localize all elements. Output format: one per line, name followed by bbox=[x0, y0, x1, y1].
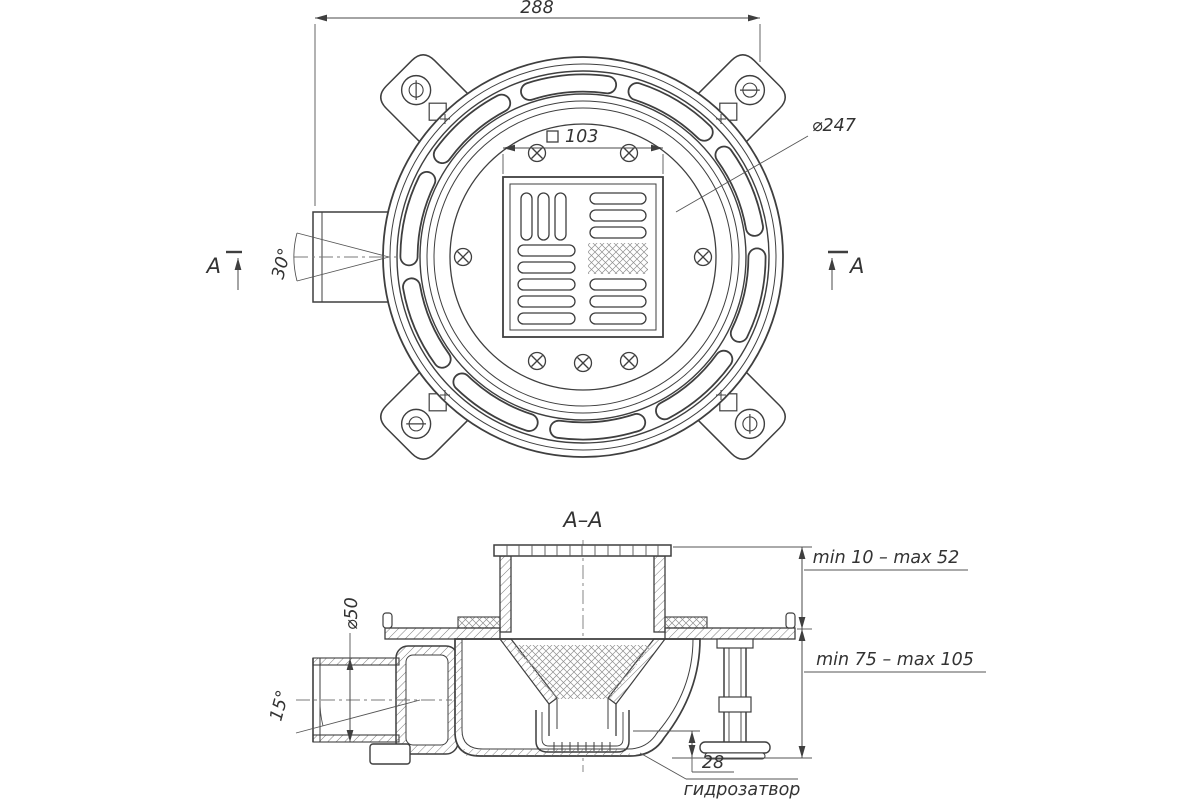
dim-grate: 103 bbox=[502, 127, 664, 174]
grate-slot bbox=[589, 209, 647, 222]
grate-slot bbox=[589, 278, 647, 291]
screw-icon bbox=[693, 247, 713, 267]
section-marker-right: A bbox=[828, 250, 864, 290]
screw-icon bbox=[527, 143, 547, 163]
water-seal-label: гидрозатвор bbox=[639, 752, 801, 800]
grate-slot bbox=[517, 278, 576, 291]
center-mark-icon bbox=[440, 114, 726, 400]
leg-foot bbox=[699, 741, 771, 754]
leg-adjuster-nut bbox=[718, 696, 752, 713]
dim-flange-diameter: ⌀247 bbox=[812, 116, 856, 136]
grate-slot bbox=[517, 312, 576, 325]
grate-slot bbox=[589, 295, 647, 308]
dim-pipe-diameter: ⌀50 bbox=[342, 597, 362, 630]
grate-slot bbox=[517, 244, 576, 257]
section-view: A–A bbox=[267, 508, 986, 800]
grate-slot bbox=[537, 192, 550, 241]
square-symbol-icon bbox=[546, 130, 559, 143]
outlet-pipe-section bbox=[312, 657, 400, 743]
grate-slot bbox=[589, 226, 647, 239]
grate-slot bbox=[517, 295, 576, 308]
dim-overall-width: 288 bbox=[520, 0, 553, 18]
screw-icon bbox=[619, 351, 639, 371]
body-foot-left bbox=[369, 743, 411, 765]
section-marker-a-left: A bbox=[205, 254, 221, 278]
label-water-seal: гидрозатвор bbox=[684, 780, 801, 800]
section-marker-a-right: A bbox=[848, 254, 864, 278]
dim-mount-height: min 10 – max 52 bbox=[813, 548, 960, 568]
screw-icon bbox=[619, 143, 639, 163]
dim-heights: min 10 – max 52 min 75 – max 105 bbox=[672, 546, 986, 759]
funnel-insert bbox=[498, 638, 667, 736]
dim-seal: 28 bbox=[633, 730, 734, 773]
grate-slot bbox=[589, 192, 647, 205]
dim-seal-depth: 28 bbox=[702, 753, 724, 773]
riser-sleeve bbox=[457, 544, 708, 633]
grate-section bbox=[493, 544, 672, 557]
flange-section bbox=[382, 612, 796, 640]
dim-body-height: min 75 – max 105 bbox=[816, 650, 974, 670]
grate-slot bbox=[517, 261, 576, 274]
screw-icon bbox=[527, 351, 547, 371]
screw-icon bbox=[573, 353, 593, 373]
support-leg bbox=[699, 638, 771, 760]
angle-pipe-slope: 15° bbox=[267, 688, 294, 723]
grate-slot bbox=[520, 192, 533, 241]
water-seal-cup bbox=[535, 710, 630, 753]
grate-slot bbox=[589, 312, 647, 325]
dim-grate-size: 103 bbox=[565, 127, 598, 147]
grate bbox=[502, 176, 664, 338]
dim-overall: 288 bbox=[314, 0, 761, 206]
grate-hatch-area bbox=[588, 243, 648, 274]
section-marker-left: A bbox=[205, 250, 242, 290]
grate-slot bbox=[554, 192, 567, 241]
screw-icon bbox=[453, 247, 473, 267]
angle-outlet-rotation: 30° bbox=[269, 246, 296, 281]
dim-flange: ⌀247 bbox=[675, 116, 856, 213]
section-title: A–A bbox=[561, 508, 602, 532]
dim-pipe: ⌀50 bbox=[342, 597, 362, 742]
top-view: 30° A A 288 103 bbox=[205, 0, 864, 460]
